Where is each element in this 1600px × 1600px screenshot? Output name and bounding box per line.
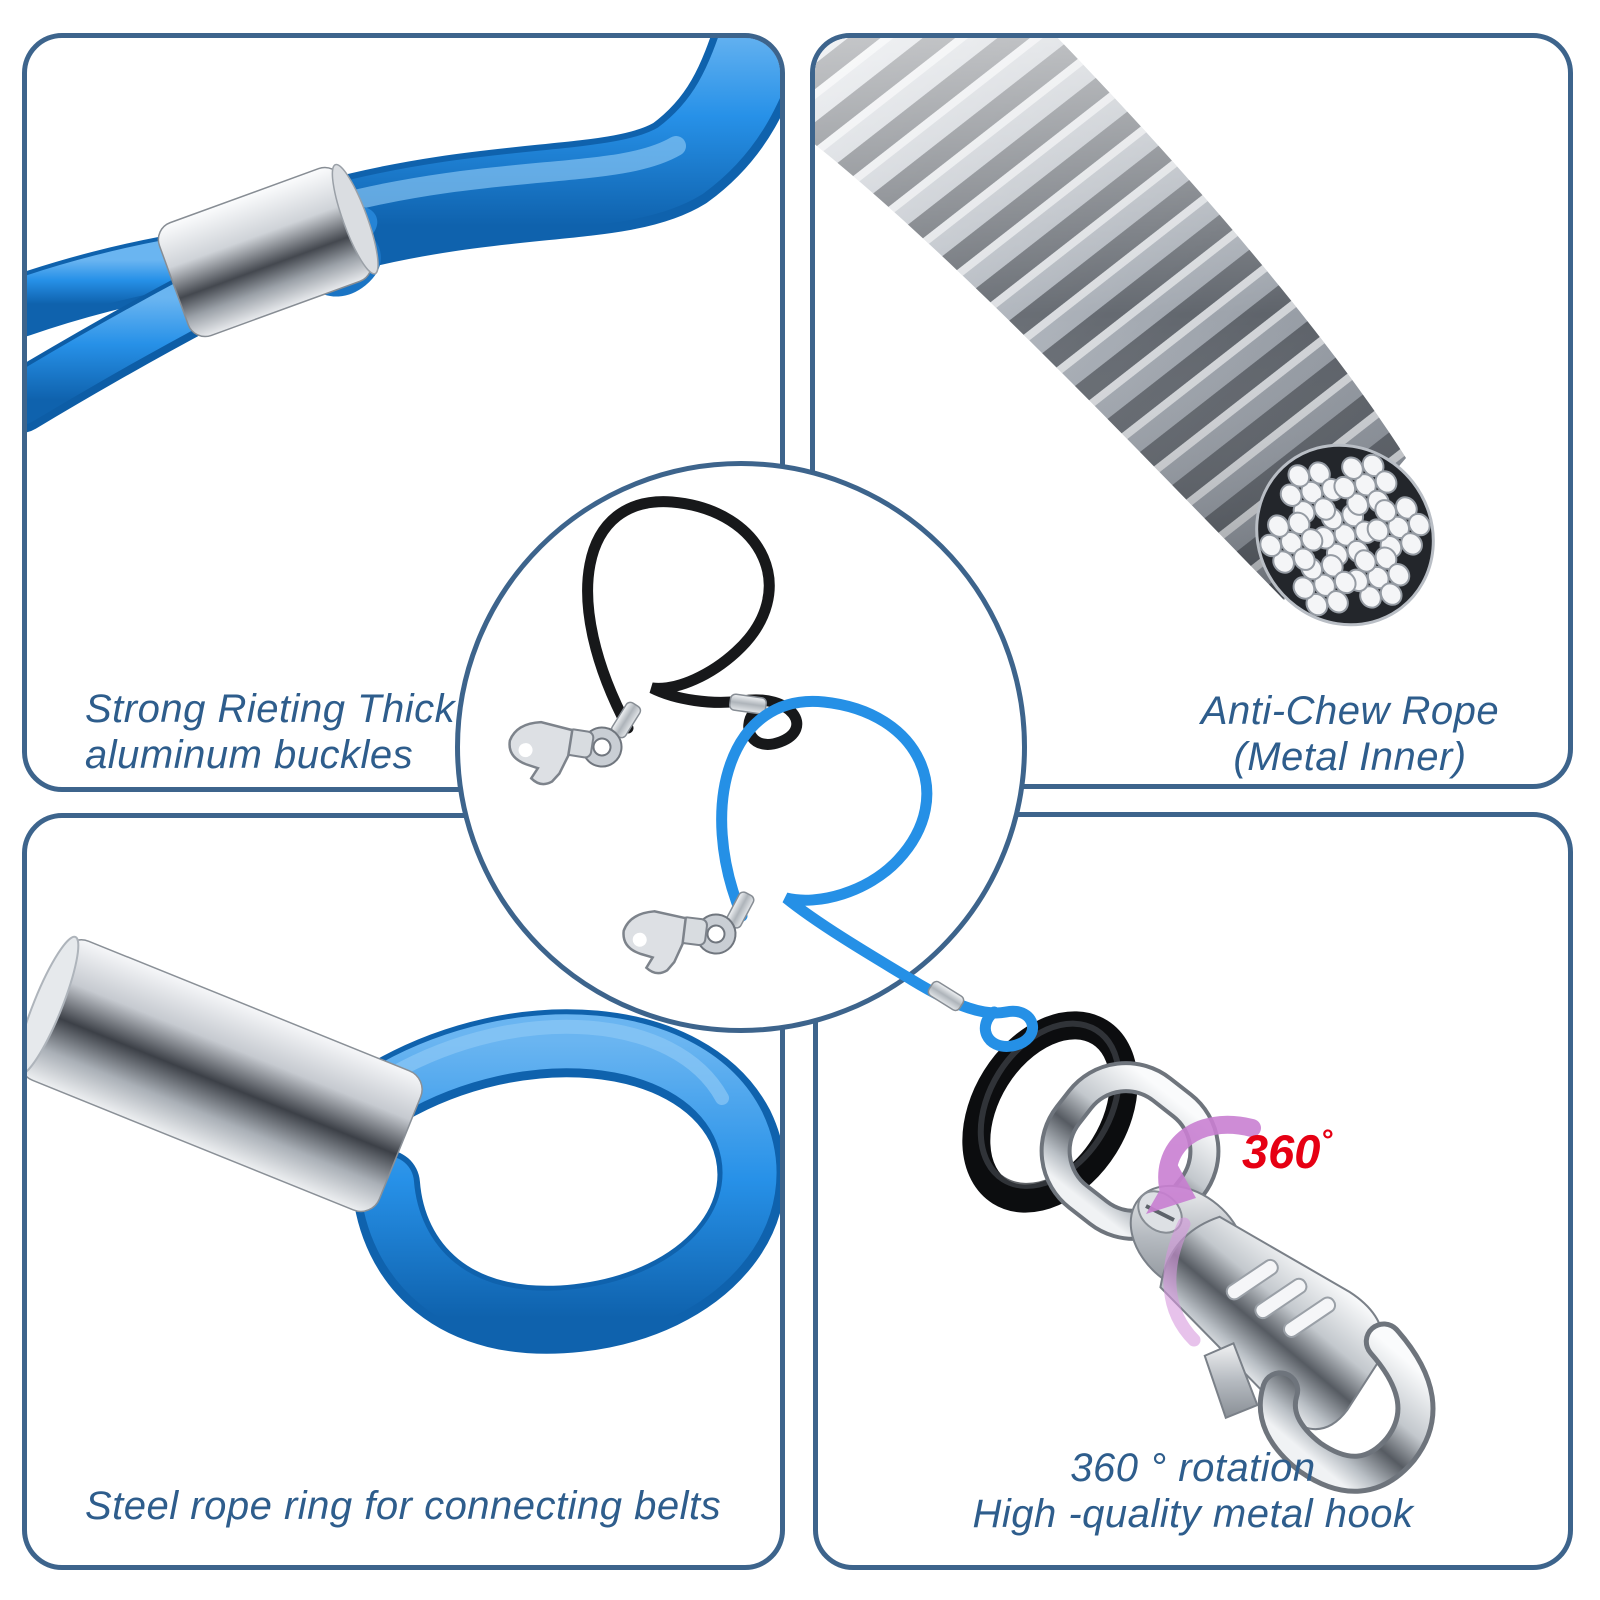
degree-symbol: ° [1320,1124,1333,1157]
panel-aluminum-buckle: Strong Rieting Thick aluminum buckles [22,33,785,792]
grip-slot [1283,1296,1337,1338]
snap-hook-body [1159,1215,1436,1494]
caption-line: (Metal Inner) [1233,735,1467,779]
wire-strand-bundle [1259,453,1431,617]
caption-line: High -quality metal hook [972,1492,1414,1536]
caption-line: aluminum buckles [85,733,414,777]
caption-line: Anti-Chew Rope [1200,689,1500,733]
rotation-value: 360 [1242,1125,1321,1178]
caption-line: Steel rope ring for connecting belts [85,1484,722,1528]
grip-slot [1254,1277,1308,1320]
caption-line: 360 ° rotation [1070,1446,1316,1490]
twisted-steel-rope [815,38,1406,600]
rope-cut-cross-section [1255,443,1435,627]
center-product-circle [455,461,1027,1033]
blue-cable-buckle-photo [27,38,780,433]
aluminum-buckle [157,163,379,338]
steel-wire-rope-photo [815,38,1435,627]
black-rubber-ring [962,1011,1138,1213]
spring-latch [1203,1341,1259,1420]
blue-loop-ferrule-photo [27,935,780,1354]
blue-rope-loop [352,1009,780,1354]
blue-cable-upper [282,38,780,276]
caption-anti-chew-rope: Anti-Chew Rope (Metal Inner) [1145,688,1555,780]
caption-line: Strong Rieting Thick [85,687,456,731]
rotation-arrow [1146,1115,1261,1347]
swivel-hook-photo [962,1011,1436,1494]
rotation-360-badge: 360° [1242,1117,1332,1175]
caption-steel-rope-ring: Steel rope ring for connecting belts [85,1483,721,1529]
caption-metal-hook: 360 ° rotation High -quality metal hook [818,1445,1568,1537]
caption-aluminum-buckle: Strong Rieting Thick aluminum buckles [85,686,455,778]
grip-slot [1225,1258,1279,1301]
chrome-ferrule-tube [27,935,423,1213]
